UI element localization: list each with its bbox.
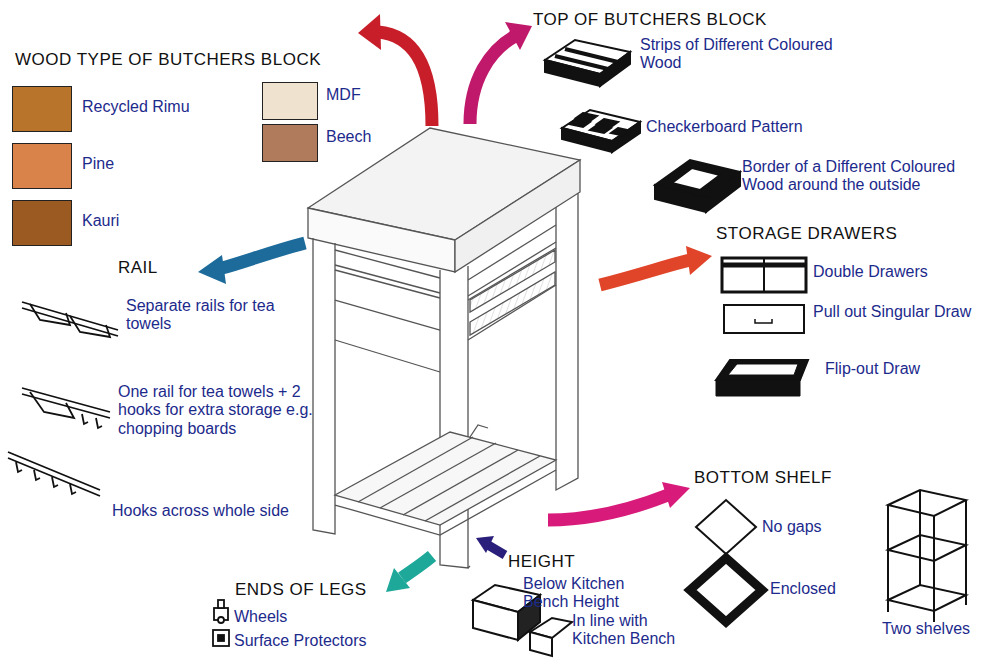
arrow	[470, 36, 515, 124]
section-heading: HEIGHT	[508, 552, 575, 572]
option-label: Border of a Different Coloured Wood arou…	[742, 158, 964, 195]
butcher-block	[308, 128, 580, 568]
wood-name: Pine	[82, 155, 114, 173]
option-label: Checkerboard Pattern	[646, 118, 803, 136]
section-heading: BOTTOM SHELF	[694, 468, 832, 488]
wood-swatch	[262, 82, 318, 120]
option-label: Double Drawers	[813, 263, 928, 281]
arrowhead	[686, 246, 712, 275]
arrowhead	[662, 482, 690, 508]
option-label: Wheels	[234, 608, 287, 626]
option-label: Two shelves	[882, 620, 970, 638]
option-label: Flip-out Draw	[825, 360, 920, 378]
wood-name: Recycled Rimu	[82, 98, 190, 116]
option-label: One rail for tea towels + 2 hooks for ex…	[118, 383, 313, 438]
arrow	[222, 243, 305, 268]
arrowhead	[386, 568, 410, 592]
section-heading: WOOD TYPE OF BUTCHERS BLOCK	[15, 50, 321, 70]
wood-swatch	[12, 200, 72, 246]
arrow	[378, 32, 432, 126]
section-heading: STORAGE DRAWERS	[716, 224, 897, 244]
option-label: Hooks across whole side	[112, 502, 289, 520]
option-label: Strips of Different Coloured Wood	[640, 36, 840, 73]
drawer-icons	[716, 258, 808, 396]
shelf-icons	[690, 490, 966, 622]
option-label: Separate rails for tea towels	[126, 297, 296, 334]
arrow	[402, 556, 432, 578]
option-label: No gaps	[762, 518, 822, 536]
arrowhead	[198, 255, 226, 284]
arrowhead	[505, 22, 532, 50]
section-heading: ENDS OF LEGS	[235, 580, 367, 600]
option-label: Pull out Singular Draw	[813, 303, 971, 321]
option-label: Enclosed	[770, 580, 836, 598]
wood-swatch	[12, 86, 72, 132]
wood-name: MDF	[326, 86, 361, 104]
rail-icons	[8, 302, 118, 496]
section-heading: TOP OF BUTCHERS BLOCK	[533, 10, 767, 30]
arrow	[488, 545, 505, 555]
wood-swatch	[262, 124, 318, 162]
arrowhead	[476, 536, 494, 553]
wood-name: Kauri	[82, 212, 119, 230]
leg-end-icons	[213, 600, 229, 646]
option-label: Surface Protectors	[234, 632, 367, 650]
arrow	[600, 260, 690, 285]
wood-name: Beech	[326, 128, 371, 146]
wood-swatch	[12, 143, 72, 189]
option-label: In line with Kitchen Bench	[572, 612, 702, 649]
section-heading: RAIL	[118, 258, 158, 278]
option-label: Below Kitchen Bench Height	[523, 575, 673, 612]
arrow	[548, 495, 668, 520]
arrowhead	[358, 14, 381, 50]
